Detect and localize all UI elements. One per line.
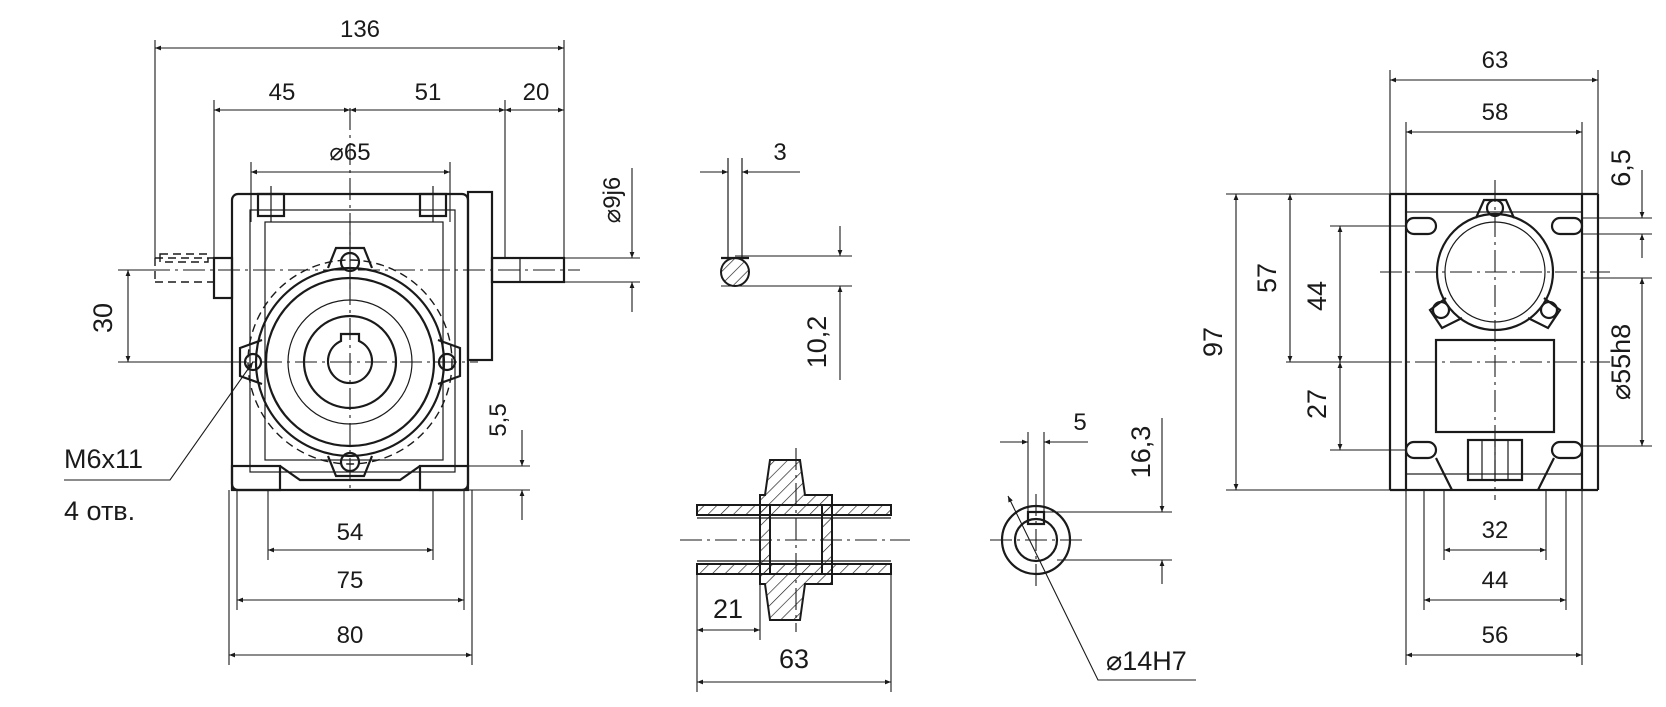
- front-view: 136 45 51 20 ⌀65 ⌀9j6 30 5,5: [64, 16, 640, 665]
- dim-key-width: 3: [773, 139, 786, 166]
- dim-side-upper-height: 57: [1252, 263, 1282, 293]
- dim-bore-key-depth: 16,3: [1126, 426, 1156, 479]
- dim-flange-diameter: ⌀65: [329, 139, 370, 166]
- dim-side-hole-spacing: 32: [1482, 517, 1509, 544]
- dim-overall-width: 136: [340, 16, 380, 43]
- dim-side-bolt-offset: 6,5: [1606, 149, 1636, 187]
- dim-hub-offset: 21: [713, 594, 743, 624]
- side-body-outline: [1404, 192, 1584, 492]
- dim-side-body-width: 58: [1482, 99, 1509, 126]
- dim-axis-height: 30: [88, 303, 118, 333]
- dim-side-total-height: 97: [1198, 327, 1228, 357]
- dim-side-pilot-diameter: ⌀55h8: [1606, 324, 1636, 400]
- hole-note-count: 4 отв.: [64, 496, 135, 526]
- dim-side-lower-height: 27: [1302, 389, 1332, 419]
- front-body-inner: [249, 209, 456, 473]
- dim-center-offset: 51: [415, 79, 442, 106]
- key-shaft-section: [720, 257, 750, 287]
- dim-hole-spacing: 54: [337, 519, 364, 546]
- dim-key-height: 10,2: [802, 316, 832, 369]
- dim-side-overall-width: 63: [1482, 47, 1509, 74]
- dim-side-base-width: 56: [1482, 622, 1509, 649]
- side-view: 63 58 6,5 ⌀55h8 97 57 44 27: [1198, 47, 1652, 665]
- hole-note-thread: M6x11: [64, 444, 143, 474]
- key-detail: 3 10,2: [700, 139, 852, 380]
- dim-base-width: 80: [337, 622, 364, 649]
- bore-detail: 5 16,3 ⌀14H7: [990, 409, 1196, 681]
- dim-hub-length: 63: [779, 644, 809, 674]
- dim-foot-height: 5,5: [485, 403, 512, 436]
- dim-side-foot-spacing: 44: [1482, 567, 1509, 594]
- dim-foot-spacing: 75: [337, 567, 364, 594]
- dim-side-flange-height: 44: [1302, 281, 1332, 311]
- shaft-section: 21 63: [680, 448, 910, 692]
- front-input-flange: [466, 190, 494, 362]
- dim-bore-diameter: ⌀14H7: [1106, 646, 1187, 676]
- dim-shaft-length: 20: [523, 79, 550, 106]
- front-output-bore: [326, 332, 374, 385]
- dim-left-offset: 45: [269, 79, 296, 106]
- dim-shaft-diameter: ⌀9j6: [599, 177, 626, 223]
- dim-bore-key-width: 5: [1073, 409, 1086, 436]
